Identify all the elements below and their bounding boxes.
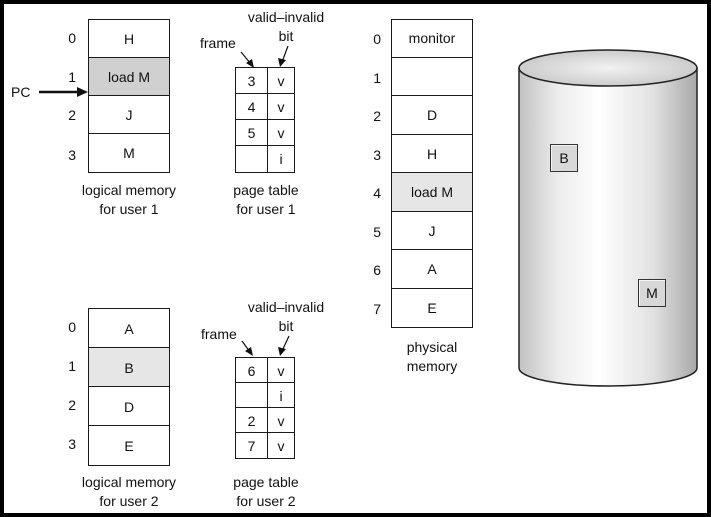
valid-bit: v xyxy=(277,437,285,454)
page-table-row: 4 v xyxy=(235,93,295,121)
frame-index: 7 xyxy=(373,301,381,317)
frame-label: frame xyxy=(200,35,236,51)
page-table-row: 5 v xyxy=(235,119,295,147)
physical-frame: D xyxy=(391,95,473,135)
page-table-row: i xyxy=(235,382,295,409)
page-index: 3 xyxy=(68,436,76,452)
physical-frame: load M xyxy=(391,172,473,212)
page-index: 2 xyxy=(68,107,76,123)
caption: for user 2 xyxy=(236,493,296,509)
pc-arrow xyxy=(39,87,88,97)
valid-bit: v xyxy=(277,412,285,429)
caption: page table xyxy=(233,182,299,198)
memory-cell: H xyxy=(88,19,170,59)
page-index: 0 xyxy=(68,30,76,46)
frame-number: 4 xyxy=(236,94,268,120)
frame-index: 2 xyxy=(373,108,381,124)
page-table-row: i xyxy=(235,145,295,173)
frame-index: 6 xyxy=(373,262,381,278)
physical-frame xyxy=(391,57,473,97)
frame-number: 3 xyxy=(236,68,268,94)
caption: memory xyxy=(406,358,458,374)
valid-bit: v xyxy=(277,362,285,379)
page-table-row: 7 v xyxy=(235,432,295,459)
physical-frame: E xyxy=(391,288,473,328)
memory-cell: E xyxy=(88,425,170,466)
physical-frame: monitor xyxy=(391,19,473,59)
valid-invalid-label: valid–invalid xyxy=(247,299,325,315)
memory-cell: A xyxy=(88,308,170,349)
valid-bit: v xyxy=(277,73,285,89)
bit-pointer-arrow-2 xyxy=(278,335,290,356)
page-index: 2 xyxy=(68,397,76,413)
caption: for user 1 xyxy=(99,201,159,217)
frame-index: 3 xyxy=(373,147,381,163)
physical-frame: A xyxy=(391,249,473,289)
page-index: 0 xyxy=(68,319,76,335)
valid-invalid-label: bit xyxy=(278,28,294,44)
page-index: 3 xyxy=(68,147,76,163)
frame-number: 5 xyxy=(236,120,268,146)
valid-bit: i xyxy=(279,151,283,167)
caption: physical xyxy=(406,339,458,355)
page-index: 1 xyxy=(68,69,76,85)
frame-number xyxy=(236,146,268,172)
frame-number xyxy=(236,383,268,408)
page-index: 1 xyxy=(68,358,76,374)
memory-cell: D xyxy=(88,386,170,427)
frame-pointer-arrow-2 xyxy=(241,340,253,356)
valid-bit: i xyxy=(279,387,283,404)
disk-page-box: M xyxy=(638,279,666,307)
frame-pointer-arrow-1 xyxy=(240,51,254,68)
frame-label: frame xyxy=(201,326,237,342)
page-table-row: 6 v xyxy=(235,357,295,384)
disk-page-box: B xyxy=(550,144,578,172)
memory-cell: M xyxy=(88,133,170,173)
pc-label: PC xyxy=(11,84,31,100)
physical-frame: H xyxy=(391,134,473,174)
memory-cell: J xyxy=(88,95,170,135)
valid-invalid-label: bit xyxy=(278,318,294,334)
caption: for user 2 xyxy=(99,493,159,509)
bit-pointer-arrow-1 xyxy=(278,45,289,67)
frame-index: 0 xyxy=(373,31,381,47)
valid-bit: v xyxy=(277,125,285,141)
diagram-canvas: 0 1 2 3 H load M J M PC logical memory f… xyxy=(4,4,707,513)
page-table-row: 2 v xyxy=(235,407,295,434)
memory-cell: B xyxy=(88,347,170,388)
frame-index: 1 xyxy=(373,70,381,86)
disk-cylinder xyxy=(518,49,698,387)
memory-cell: load M xyxy=(88,57,170,97)
frame-number: 6 xyxy=(236,358,268,383)
frame-number: 2 xyxy=(236,408,268,433)
page-table-row: 3 v xyxy=(235,67,295,95)
valid-bit: v xyxy=(277,99,285,115)
caption: logical memory xyxy=(81,474,177,490)
caption: page table xyxy=(233,474,299,490)
frame-index: 5 xyxy=(373,224,381,240)
caption: for user 1 xyxy=(236,201,296,217)
physical-frame: J xyxy=(391,211,473,251)
caption: logical memory xyxy=(81,182,177,198)
frame-index: 4 xyxy=(373,185,381,201)
valid-invalid-label: valid–invalid xyxy=(247,9,325,25)
frame-number: 7 xyxy=(236,433,268,458)
